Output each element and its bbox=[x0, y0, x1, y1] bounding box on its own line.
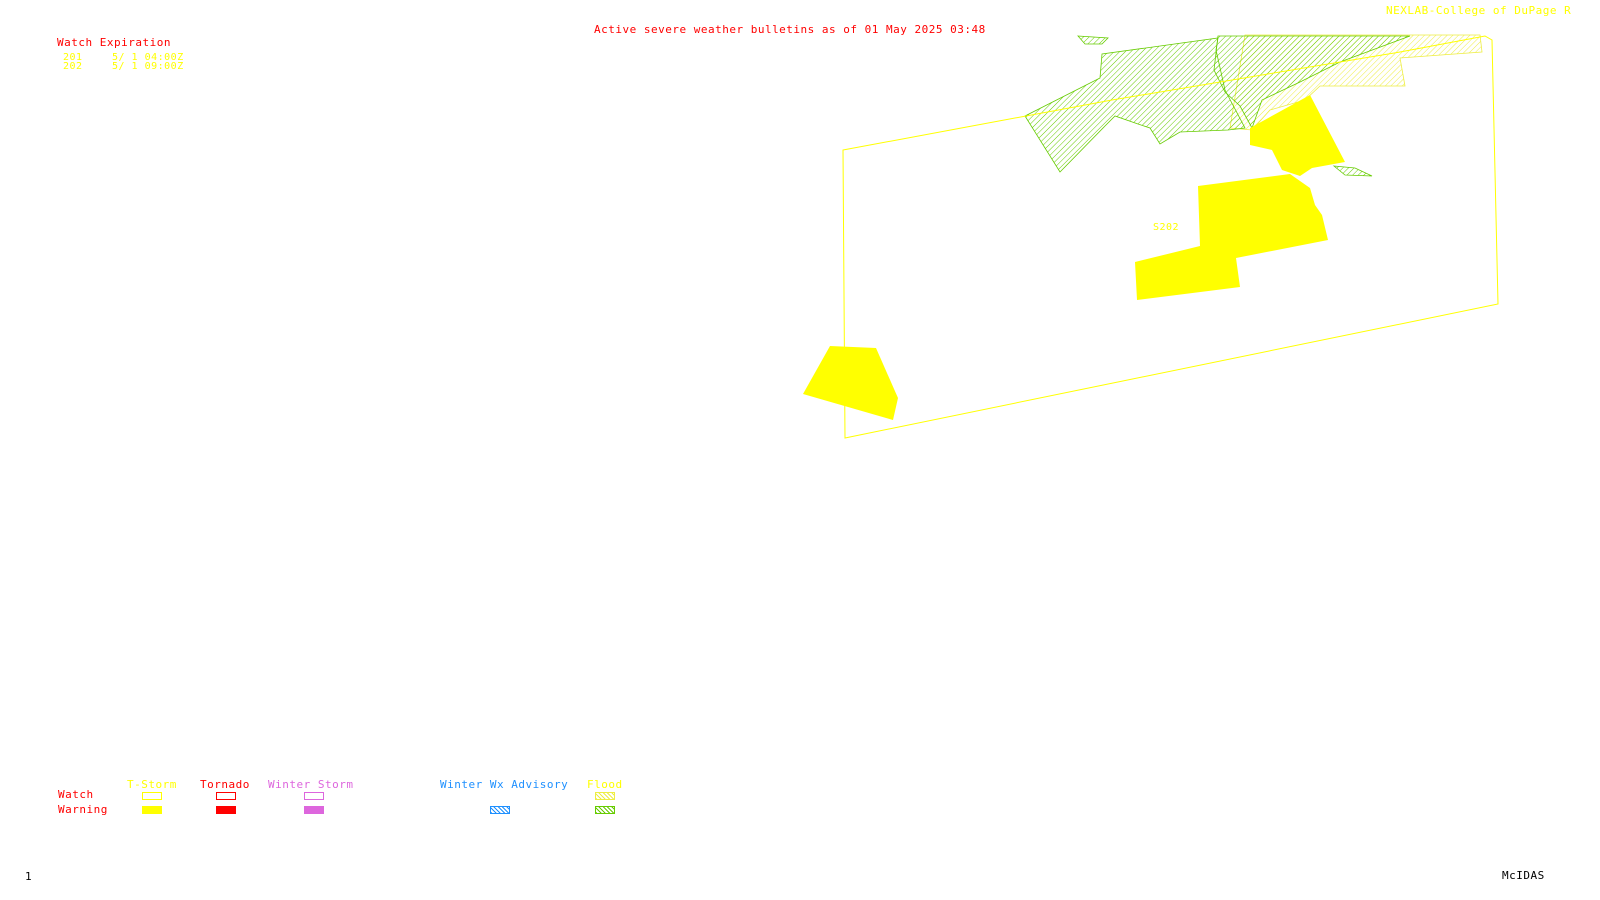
legend-label-flood: Flood bbox=[587, 778, 623, 791]
tstorm-watch-outline bbox=[842, 35, 1499, 439]
legend-label-tstorm: T-Storm bbox=[127, 778, 177, 791]
bulletin-title: Active severe weather bulletins as of 01… bbox=[594, 23, 986, 36]
legend-swatch-tornado-warning bbox=[216, 806, 236, 814]
flood-warning-area bbox=[1332, 165, 1373, 177]
watch-label-s202: S202 bbox=[1153, 222, 1180, 233]
watch-expiration-heading: Watch Expiration bbox=[57, 36, 171, 49]
legend-swatch-tornado-watch bbox=[216, 792, 236, 800]
frame-number: 1 bbox=[25, 870, 33, 883]
watch-expires-201: 5/ 1 04:00Z bbox=[112, 52, 184, 63]
flood-warning-area bbox=[1213, 35, 1411, 129]
legend-row-warning: Warning bbox=[58, 803, 108, 816]
legend-swatch-flood-watch bbox=[595, 792, 615, 800]
flood-warning-area bbox=[1024, 37, 1246, 173]
watch-id-202: 202 bbox=[63, 61, 83, 72]
credit-label: NEXLAB-College of DuPage R bbox=[1386, 4, 1572, 17]
legend-swatch-tstorm-warning bbox=[142, 806, 162, 814]
legend-swatch-winter-storm-warning bbox=[304, 806, 324, 814]
tstorm-warning-area bbox=[1250, 95, 1345, 176]
tstorm-warning-area bbox=[1135, 174, 1328, 300]
legend-swatch-winter-wx-advisory bbox=[490, 806, 510, 814]
software-label: McIDAS bbox=[1502, 869, 1545, 882]
legend-label-tornado: Tornado bbox=[200, 778, 250, 791]
legend-swatch-tstorm-watch bbox=[142, 792, 162, 800]
legend-label-winter-storm: Winter Storm bbox=[268, 778, 354, 791]
flood-warning-area bbox=[1077, 35, 1109, 45]
legend-swatch-flood-warning bbox=[595, 806, 615, 814]
legend-row-watch: Watch bbox=[58, 788, 94, 801]
tstorm-warning-area bbox=[803, 346, 898, 420]
legend-label-winter-wx-advisory: Winter Wx Advisory bbox=[440, 778, 569, 791]
watch-id-201: 201 bbox=[63, 52, 83, 63]
watch-expires-202: 5/ 1 09:00Z bbox=[112, 61, 184, 72]
legend-swatch-winter-storm-watch bbox=[304, 792, 324, 800]
